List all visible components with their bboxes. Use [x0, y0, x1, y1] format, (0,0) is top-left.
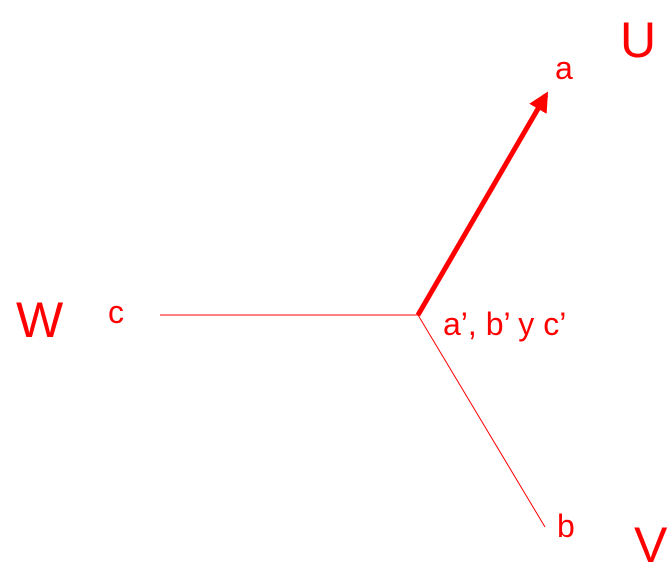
phase-u-label: U: [620, 12, 657, 68]
node-c-label: c: [108, 294, 124, 330]
phasor-b-line: [417, 314, 546, 528]
phase-v-label: V: [634, 517, 668, 573]
phase-w-label: W: [16, 292, 64, 348]
node-b-label: b: [557, 508, 575, 544]
node-a-label: a: [555, 50, 573, 86]
phasor-a-arrow: [415, 91, 549, 317]
center-node-label: a’, b’ y c’: [443, 306, 567, 342]
